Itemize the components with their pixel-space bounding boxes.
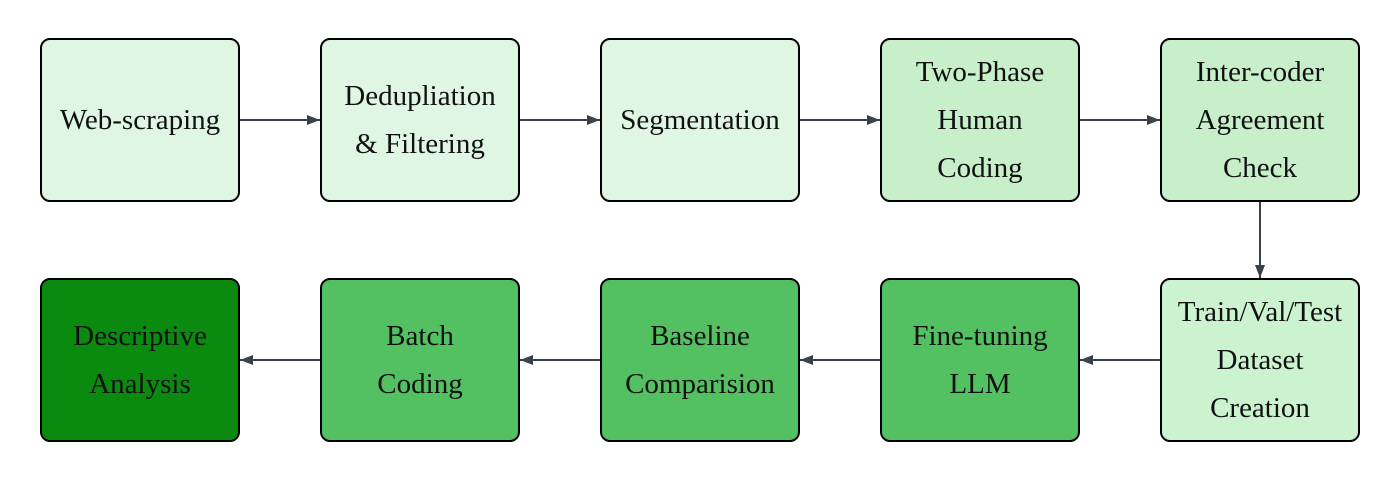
node-label: Segmentation <box>620 104 780 136</box>
node-segmentation: Segmentation <box>600 38 800 202</box>
node-web-scraping: Web-scraping <box>40 38 240 202</box>
node-label: Batch Coding <box>377 320 463 400</box>
node-label: Baseline Comparision <box>625 320 775 400</box>
node-label: Train/Val/Test Dataset Creation <box>1177 296 1343 424</box>
node-baseline-comparision: Baseline Comparision <box>600 278 800 442</box>
node-label: Fine-tuning LLM <box>912 320 1048 400</box>
node-label: Dedupliation & Filtering <box>344 80 496 160</box>
node-label: Inter-coder Agreement Check <box>1195 56 1325 184</box>
node-fine-tuning-llm: Fine-tuning LLM <box>880 278 1080 442</box>
node-batch-coding: Batch Coding <box>320 278 520 442</box>
node-descriptive-analysis: Descriptive Analysis <box>40 278 240 442</box>
node-label: Web-scraping <box>59 104 221 136</box>
node-dedupliation-filtering: Dedupliation & Filtering <box>320 38 520 202</box>
node-two-phase-human-coding: Two-Phase Human Coding <box>880 38 1080 202</box>
node-label: Descriptive Analysis <box>73 320 207 400</box>
node-train-val-test-dataset-creation: Train/Val/Test Dataset Creation <box>1160 278 1360 442</box>
node-label: Two-Phase Human Coding <box>915 56 1045 184</box>
node-inter-coder-agreement-check: Inter-coder Agreement Check <box>1160 38 1360 202</box>
